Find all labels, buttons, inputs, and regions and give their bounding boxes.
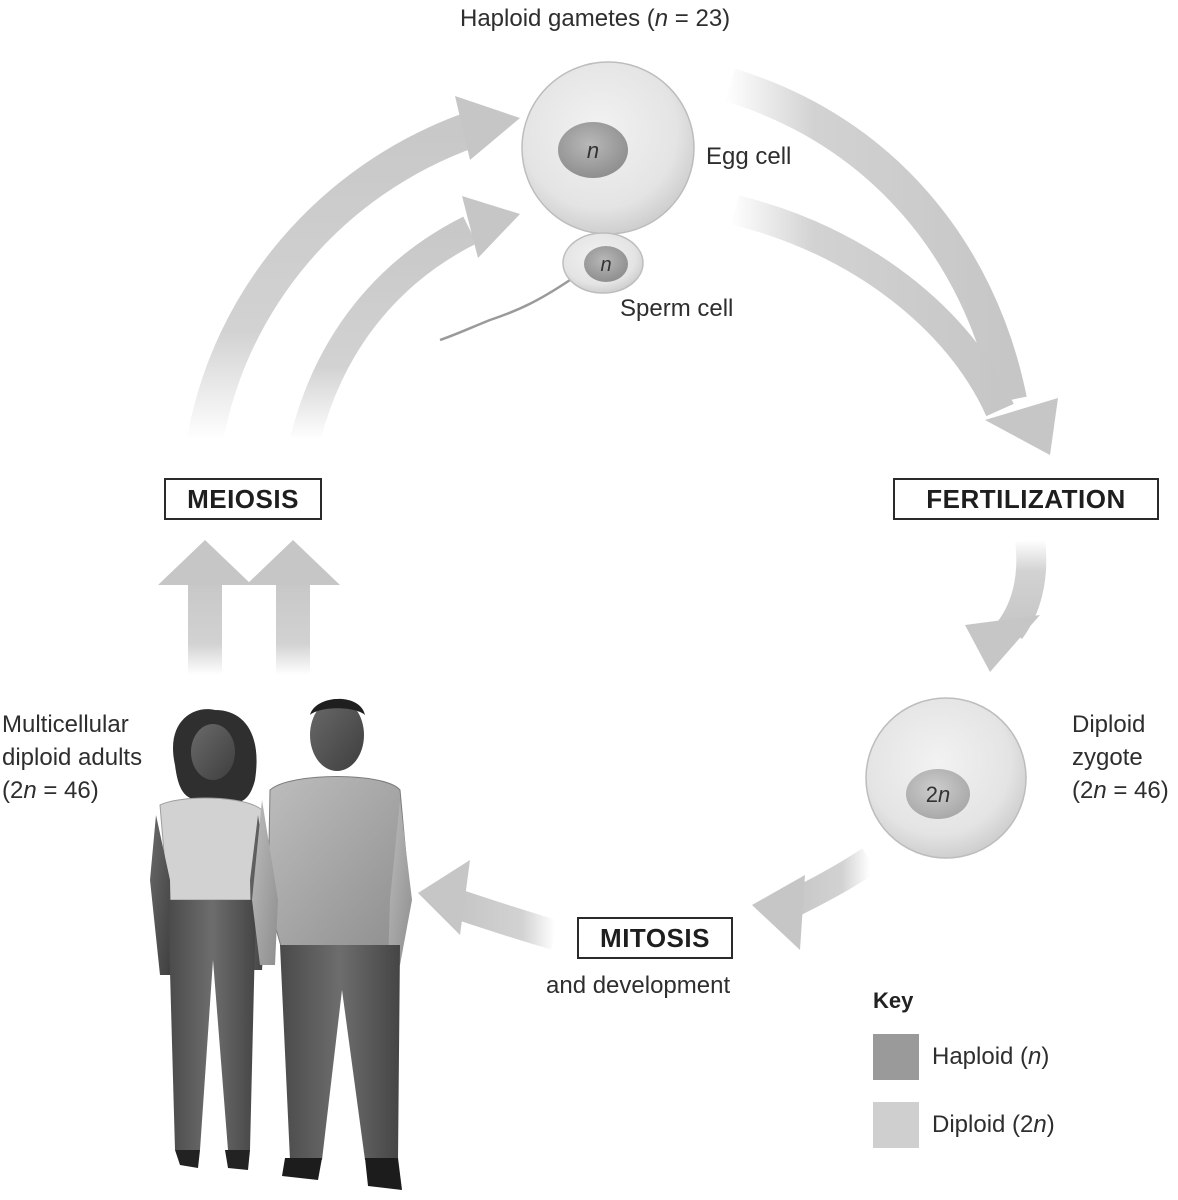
fertilization-box: FERTILIZATION bbox=[893, 478, 1159, 520]
woman-figure bbox=[150, 709, 268, 1170]
zygote-nucleus-label: 2n bbox=[926, 782, 951, 807]
adults-illustration bbox=[150, 698, 412, 1190]
meiosis-arrow-outer bbox=[187, 96, 520, 444]
mitosis-arrow-from-zygote bbox=[752, 848, 878, 950]
haploid-key-label: Haploid (n) bbox=[932, 1043, 1050, 1070]
key-title: Key bbox=[873, 988, 914, 1013]
man-figure bbox=[252, 698, 412, 1190]
egg-cell: n bbox=[521, 61, 695, 235]
zygote-cell: 2n bbox=[865, 697, 1027, 859]
diploid-key-label: Diploid (2n) bbox=[932, 1111, 1055, 1138]
adults-arrow-right bbox=[246, 540, 340, 675]
sperm-cell-label: Sperm cell bbox=[620, 295, 734, 322]
mitosis-arrow-to-adults bbox=[418, 860, 560, 950]
sperm-cell: n bbox=[439, 232, 644, 342]
meiosis-arrow-inner bbox=[290, 196, 520, 444]
meiosis-box: MEIOSIS bbox=[164, 478, 322, 520]
egg-nucleus-label: n bbox=[587, 138, 599, 163]
diploid-swatch bbox=[873, 1102, 919, 1148]
diagram-title: Haploid gametes (n = 23) bbox=[460, 5, 731, 32]
zygote-label: Diploid zygote (2n = 46) bbox=[1072, 711, 1169, 804]
fertilization-arrow-outer bbox=[725, 68, 1058, 455]
egg-cell-label: Egg cell bbox=[706, 143, 792, 170]
adults-label: Multicellular diploid adults (2n = 46) bbox=[2, 711, 143, 804]
haploid-swatch bbox=[873, 1034, 919, 1080]
sperm-nucleus-label: n bbox=[600, 254, 611, 276]
mitosis-subtitle: and development bbox=[546, 972, 731, 999]
fertilization-arrow-inner bbox=[731, 195, 1014, 417]
mitosis-box: MITOSIS bbox=[577, 917, 733, 959]
adults-arrow-left bbox=[158, 540, 252, 675]
zygote-arrow bbox=[965, 538, 1047, 672]
